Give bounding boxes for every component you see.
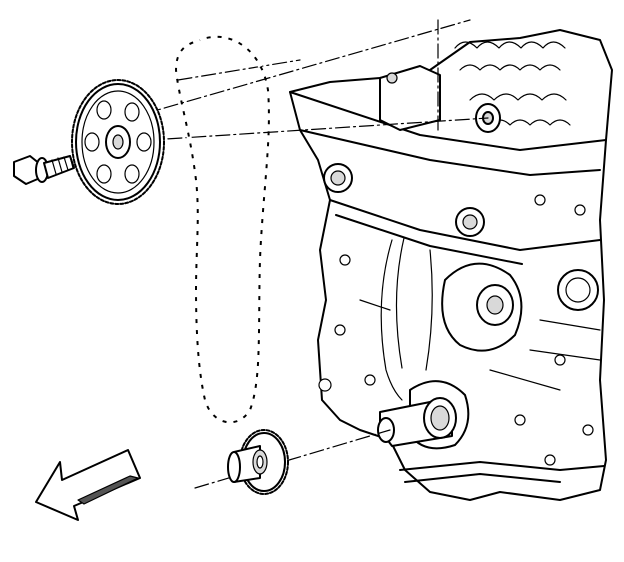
leader-lines [94, 19, 489, 489]
timing-chain [173, 34, 272, 425]
camshaft-sprocket [71, 79, 165, 205]
direction-arrow [35, 449, 141, 521]
engine-block [289, 29, 613, 501]
crankshaft-sprocket [227, 429, 289, 495]
sprocket-bolt [13, 155, 75, 185]
